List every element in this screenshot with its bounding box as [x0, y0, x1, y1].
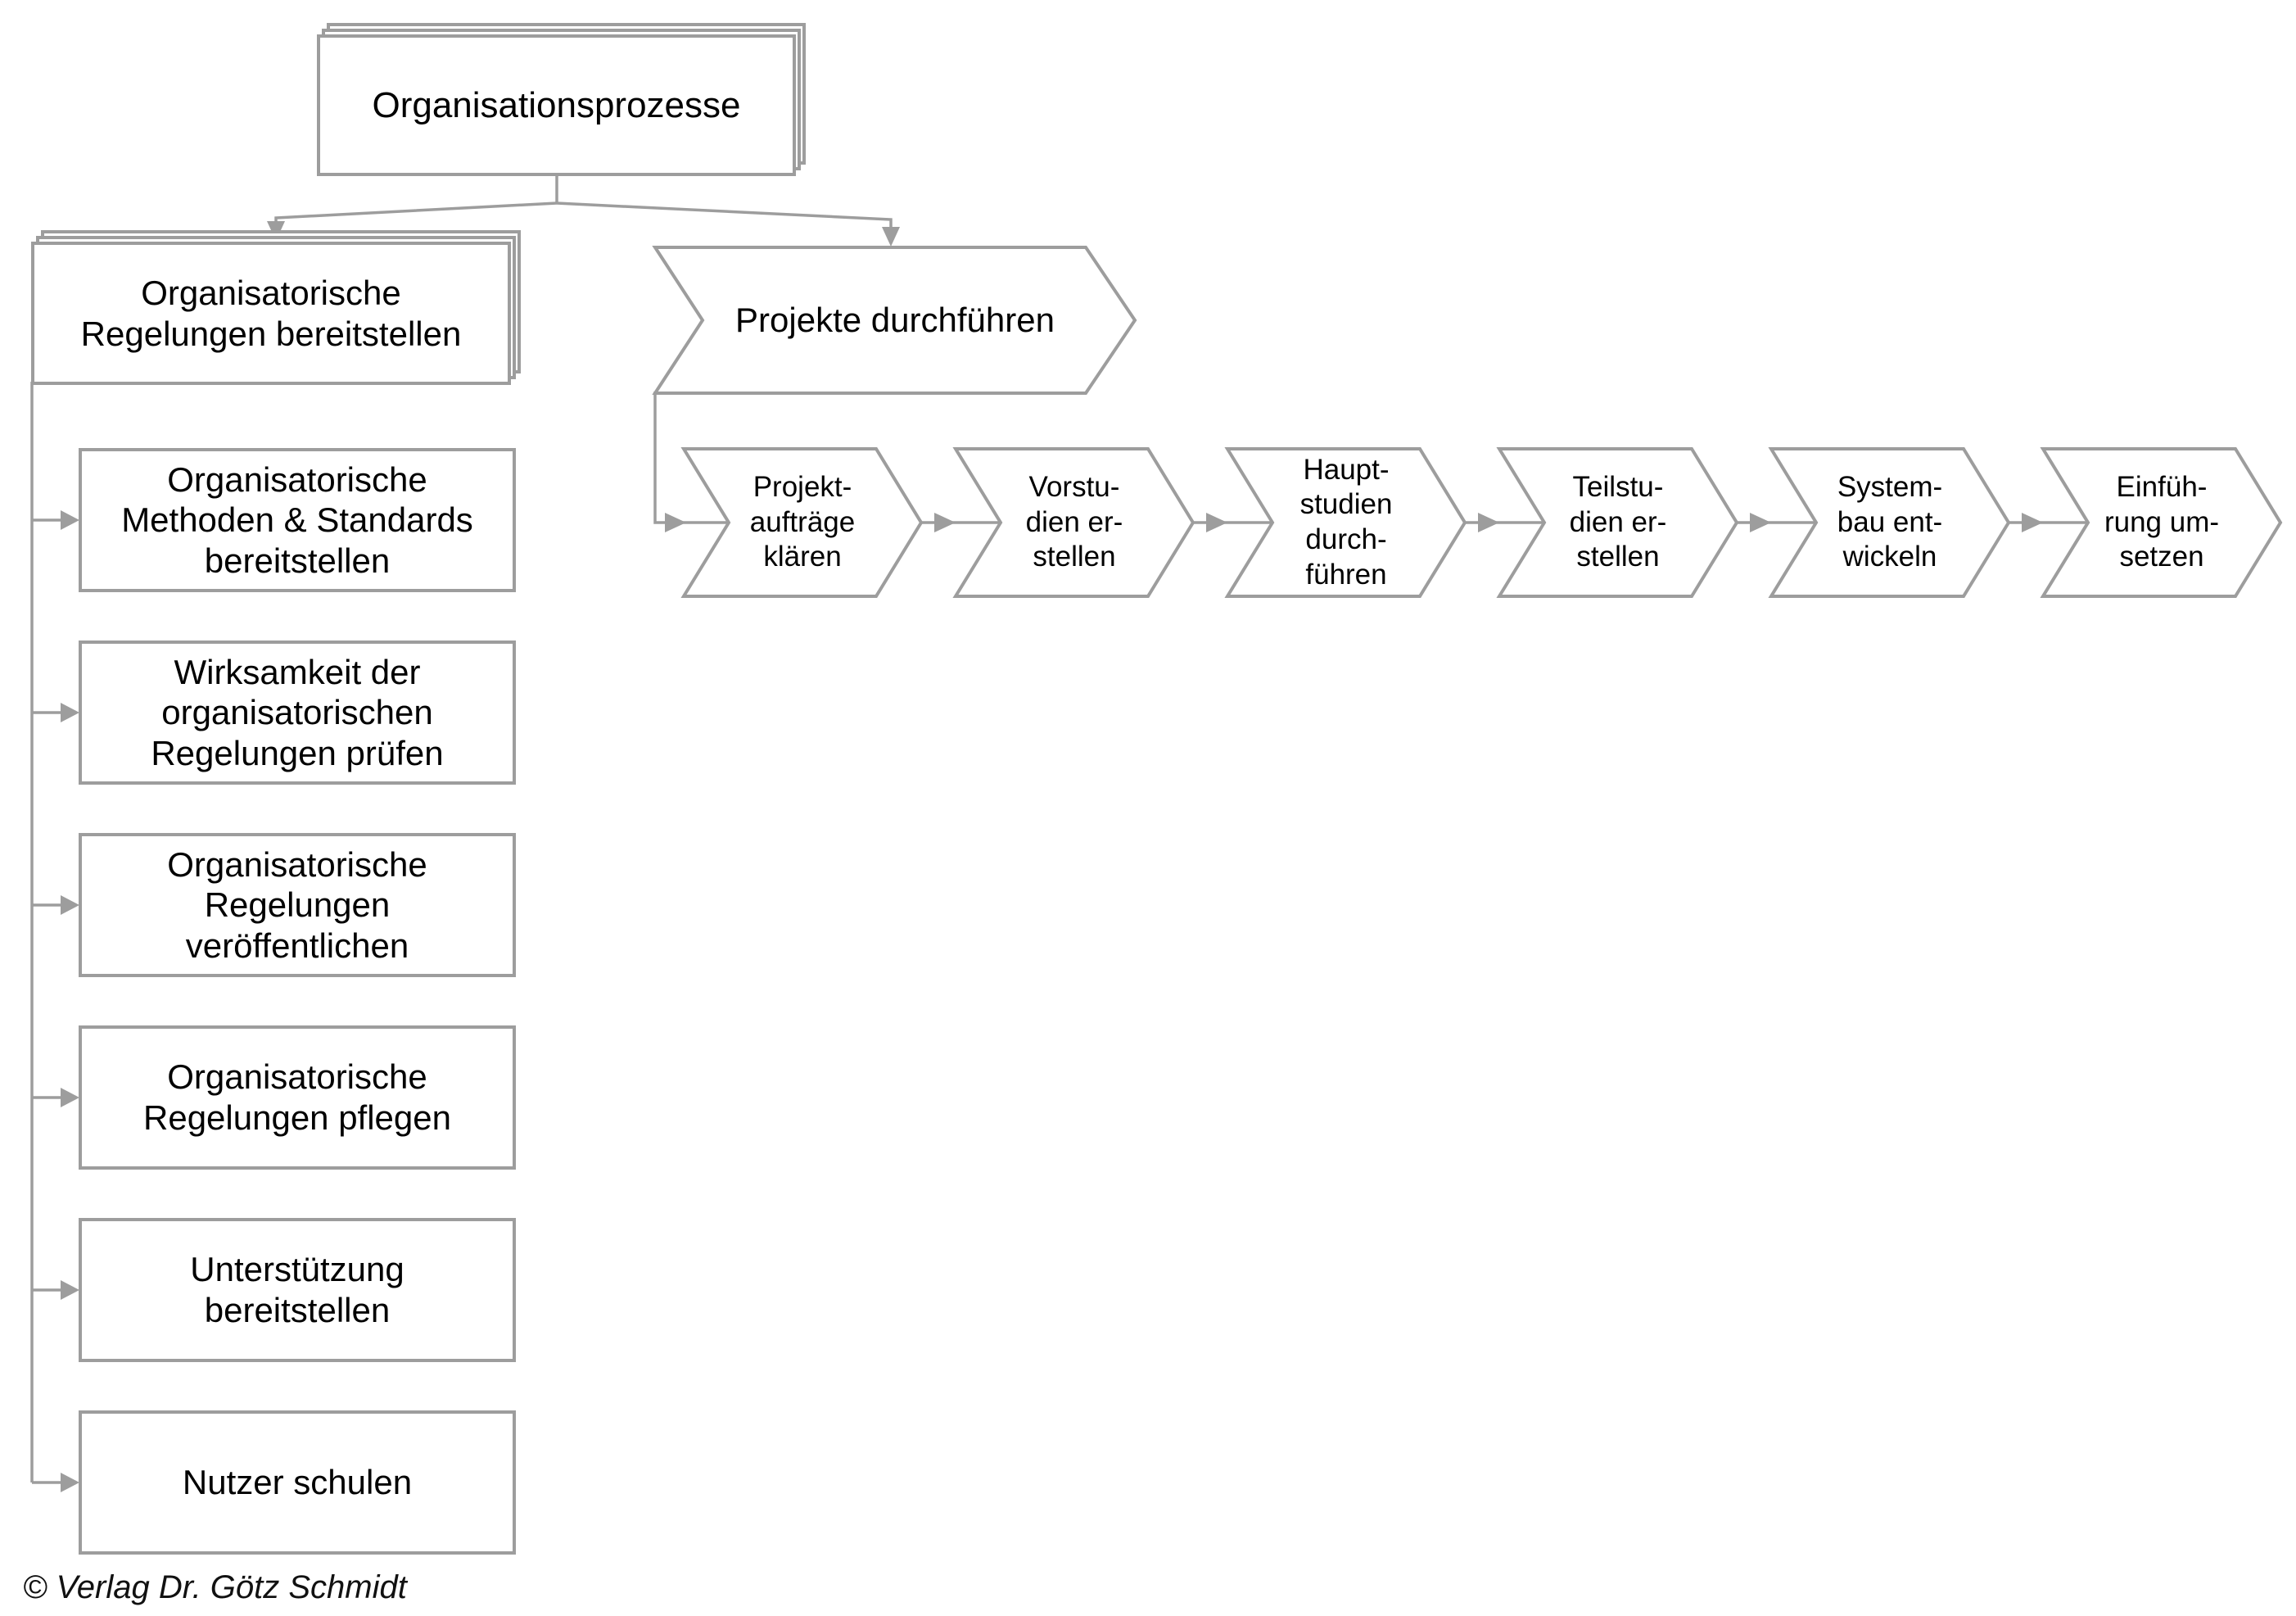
right-arrowhead-icon [665, 513, 686, 532]
arrowheads [61, 221, 2043, 1492]
step-label: Teilstu- dien er- stellen [1569, 470, 1667, 573]
right-arrowhead-icon [2022, 513, 2043, 532]
right-arrowhead-icon [61, 510, 79, 530]
root-process-box: Organisationsprozesse [317, 34, 796, 176]
left-child-box: Unterstützung bereitstellen [79, 1218, 516, 1362]
right-branch-label: Projekte durchführen [735, 301, 1055, 340]
right-arrowhead-icon [1206, 513, 1227, 532]
chevron-shape [2040, 447, 2283, 598]
right-arrowhead-icon [1478, 513, 1499, 532]
left-branch-box: Organisatorische Regelungen bereitstelle… [31, 242, 511, 385]
left-child-box: Wirksamkeit der organisatorischen Regelu… [79, 641, 516, 785]
process-step-chevron: Teilstu- dien er- stellen [1496, 447, 1739, 598]
process-step-chevron: Einfüh- rung um- setzen [2040, 447, 2283, 598]
left-child-box: Organisatorische Regelungen pflegen [79, 1025, 516, 1170]
chevron-shape [1496, 447, 1739, 598]
right-arrowhead-icon [934, 513, 956, 532]
chevron-shape [680, 447, 924, 598]
chevron-shape [652, 246, 1137, 395]
right-arrowhead-icon [61, 1088, 79, 1107]
step-label: Einfüh- rung um- setzen [2104, 470, 2220, 573]
left-child-box: Nutzer schulen [79, 1410, 516, 1555]
right-arrowhead-icon [61, 703, 79, 722]
chevron-shape [1224, 447, 1467, 598]
step-label: Projekt- aufträge klären [749, 470, 856, 573]
left-child-box: Organisatorische Methoden & Standards be… [79, 448, 516, 592]
right-arrowhead-icon [61, 1280, 79, 1300]
right-branch-chevron: Projekte durchführen [652, 246, 1137, 395]
right-arrowhead-icon [61, 895, 79, 915]
step-label: System- bau ent- wickeln [1837, 470, 1943, 573]
process-step-chevron: Projekt- aufträge klären [680, 447, 924, 598]
step-label: Vorstu- dien er- stellen [1025, 470, 1123, 573]
right-arrowhead-icon [61, 1473, 79, 1492]
right-arrowhead-icon [1750, 513, 1771, 532]
process-step-chevron: Haupt- studien durch- führen [1224, 447, 1467, 598]
copyright-note: © Verlag Dr. Götz Schmidt [23, 1569, 407, 1605]
step-label: Haupt- studien durch- führen [1299, 453, 1393, 591]
down-arrowhead-icon [882, 227, 900, 247]
chevron-shape [1768, 447, 2011, 598]
left-child-box: Organisatorische Regelungen veröffentlic… [79, 833, 516, 977]
process-step-chevron: Vorstu- dien er- stellen [952, 447, 1195, 598]
chevron-shape [952, 447, 1195, 598]
process-step-chevron: System- bau ent- wickeln [1768, 447, 2011, 598]
